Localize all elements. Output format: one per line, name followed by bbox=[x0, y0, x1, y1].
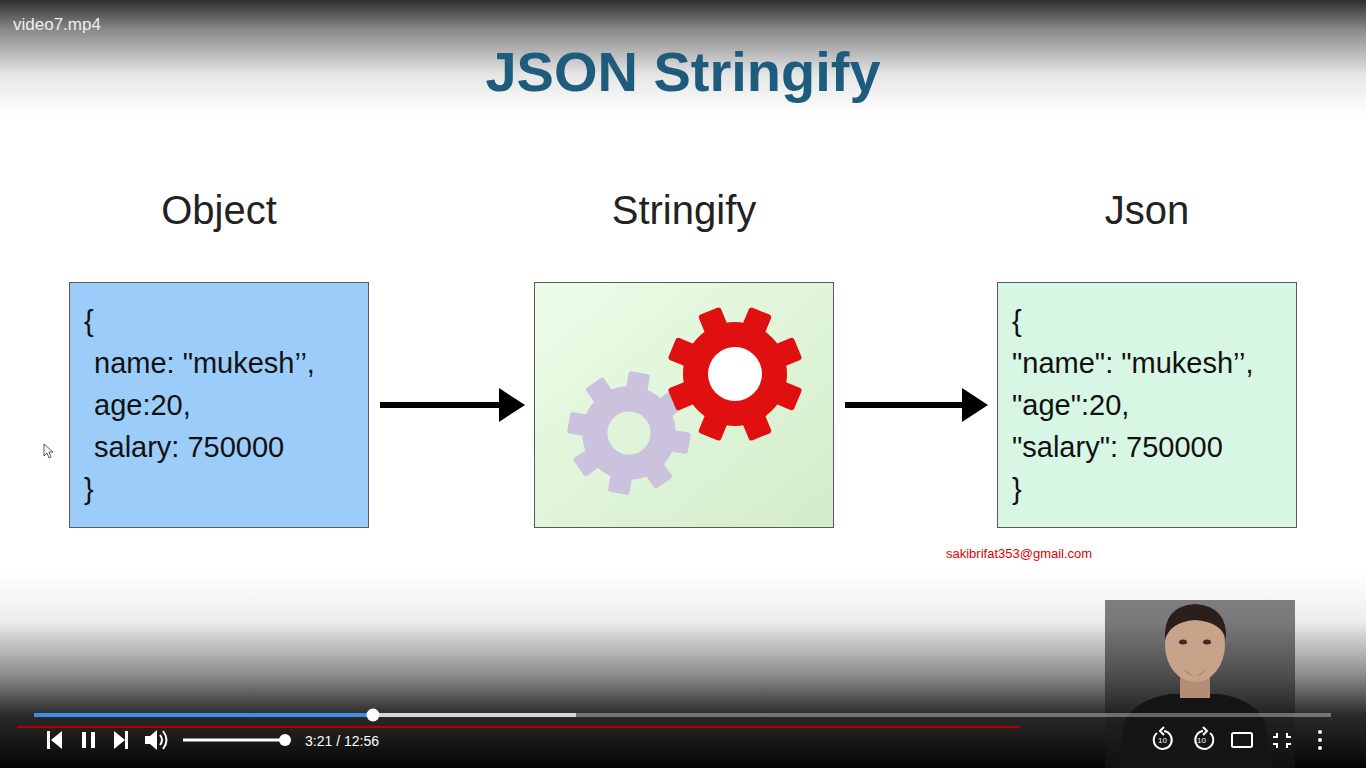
slide-title: JSON Stringify bbox=[485, 40, 880, 104]
process-box: Json {"name": "mukesh’’,"age":20,"salary"… bbox=[997, 180, 1297, 528]
box-heading: Stringify bbox=[534, 180, 834, 240]
shirt bbox=[1118, 694, 1272, 768]
flow-arrow bbox=[845, 402, 968, 408]
code-line: { bbox=[84, 300, 94, 342]
time-display: 3:21 / 12:56 bbox=[305, 732, 379, 750]
fullscreen-icon bbox=[1273, 733, 1291, 748]
label-wrap: 3:21 / 12:56 bbox=[305, 732, 379, 750]
progress-buffered bbox=[34, 713, 576, 717]
forward-icon bbox=[1203, 727, 1207, 735]
eye bbox=[1179, 640, 1187, 645]
code-line: } bbox=[1012, 468, 1022, 510]
volume-icon bbox=[160, 735, 162, 745]
box-outline: {name: "mukesh’’,age:20,salary: 750000} bbox=[69, 282, 369, 528]
box-outline: {"name": "mukesh’’,"age":20,"salary": 75… bbox=[997, 282, 1297, 528]
theater-icon bbox=[1232, 733, 1252, 747]
box-heading: Json bbox=[997, 180, 1297, 240]
player-controls bbox=[1154, 727, 1291, 749]
volume-icon bbox=[145, 730, 157, 750]
next-icon bbox=[114, 731, 125, 749]
next-icon bbox=[125, 731, 128, 749]
player-controls bbox=[47, 730, 291, 750]
code-line: salary: 750000 bbox=[84, 426, 284, 468]
title-wrap: JSON Stringify bbox=[0, 40, 1366, 104]
progress-thumb bbox=[367, 709, 380, 722]
red-line bbox=[17, 726, 1020, 728]
prev-icon bbox=[47, 731, 50, 749]
volume-thumb bbox=[279, 734, 291, 746]
file-name: video7.mp4 bbox=[13, 14, 101, 36]
code-line: "salary": 750000 bbox=[1012, 426, 1223, 468]
pause-icon bbox=[82, 732, 86, 748]
menu-dot bbox=[1318, 746, 1322, 750]
rewind-seconds: 10 bbox=[1158, 736, 1167, 746]
gray-gear bbox=[558, 362, 700, 504]
box-heading: Object bbox=[69, 180, 369, 240]
code-line: "age":20, bbox=[1012, 384, 1129, 426]
label-wrap: video7.mp4 bbox=[13, 14, 101, 36]
flow-arrow bbox=[380, 402, 505, 408]
forward-seconds: 10 bbox=[1197, 736, 1206, 746]
volume-icon bbox=[163, 731, 167, 749]
gears-illustration bbox=[535, 283, 835, 529]
progress-track bbox=[34, 713, 1331, 717]
label-wrap: sakibrifat353@gmail.com bbox=[946, 545, 1092, 562]
volume-slider bbox=[183, 739, 285, 742]
process-box: Object {name: "mukesh’’,age:20,salary: 75… bbox=[69, 180, 369, 528]
hair bbox=[1165, 604, 1226, 640]
menu-dot bbox=[1318, 738, 1322, 742]
code-line: "name": "mukesh’’, bbox=[1012, 342, 1254, 384]
progress-played bbox=[34, 713, 373, 717]
code-line: { bbox=[1012, 300, 1022, 342]
red-gear bbox=[646, 285, 824, 463]
code-line: age:20, bbox=[84, 384, 191, 426]
rewind-icon bbox=[1160, 727, 1164, 735]
code-line: name: "mukesh’’, bbox=[84, 342, 315, 384]
eye bbox=[1203, 640, 1211, 645]
label-wrap: 10 bbox=[1158, 736, 1167, 746]
prev-icon bbox=[51, 731, 62, 749]
watermark-email: sakibrifat353@gmail.com bbox=[946, 545, 1092, 562]
menu-dot bbox=[1318, 730, 1322, 734]
process-box: Stringify bbox=[534, 180, 834, 528]
box-outline bbox=[534, 282, 834, 528]
mouse-cursor bbox=[44, 444, 53, 458]
presenter-figure bbox=[1105, 600, 1295, 768]
webcam-ground bbox=[1105, 600, 1295, 768]
code-line: } bbox=[84, 468, 94, 510]
beard bbox=[1183, 668, 1207, 676]
label-wrap: 10 bbox=[1197, 736, 1206, 746]
menu-icon bbox=[1318, 730, 1322, 750]
pause-icon bbox=[91, 732, 95, 748]
